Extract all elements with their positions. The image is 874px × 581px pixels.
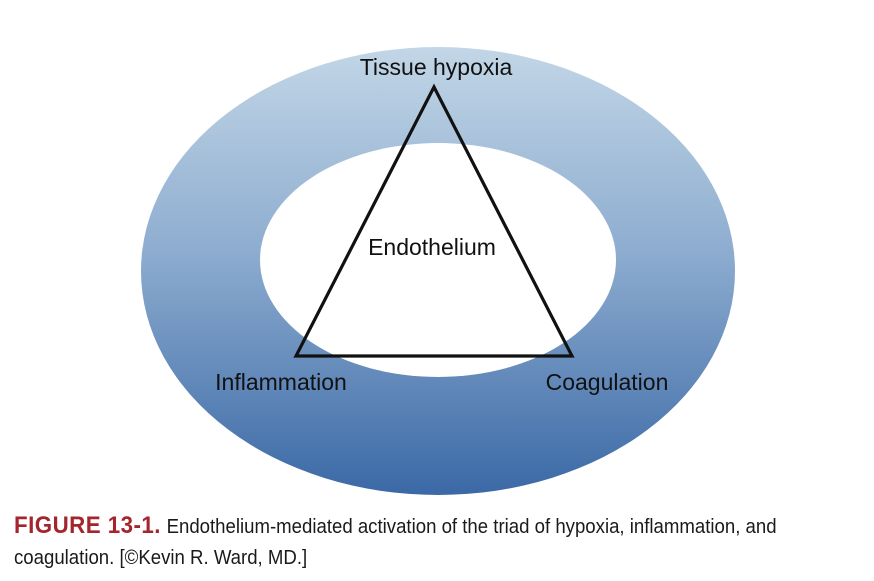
figure-number: FIGURE 13-1.	[14, 512, 161, 539]
center-label: Endothelium	[368, 234, 496, 260]
apex-label: Tissue hypoxia	[360, 54, 513, 80]
inner-ellipse	[260, 143, 616, 377]
figure-caption: FIGURE 13-1.Endothelium-mediated activat…	[14, 510, 805, 574]
triad-diagram: Tissue hypoxia Endothelium Inflammation …	[141, 47, 735, 495]
caption-text: Endothelium-mediated activation of the t…	[14, 516, 777, 569]
right-label: Coagulation	[546, 369, 669, 395]
left-label: Inflammation	[215, 369, 347, 395]
triad-triangle	[293, 83, 575, 358]
